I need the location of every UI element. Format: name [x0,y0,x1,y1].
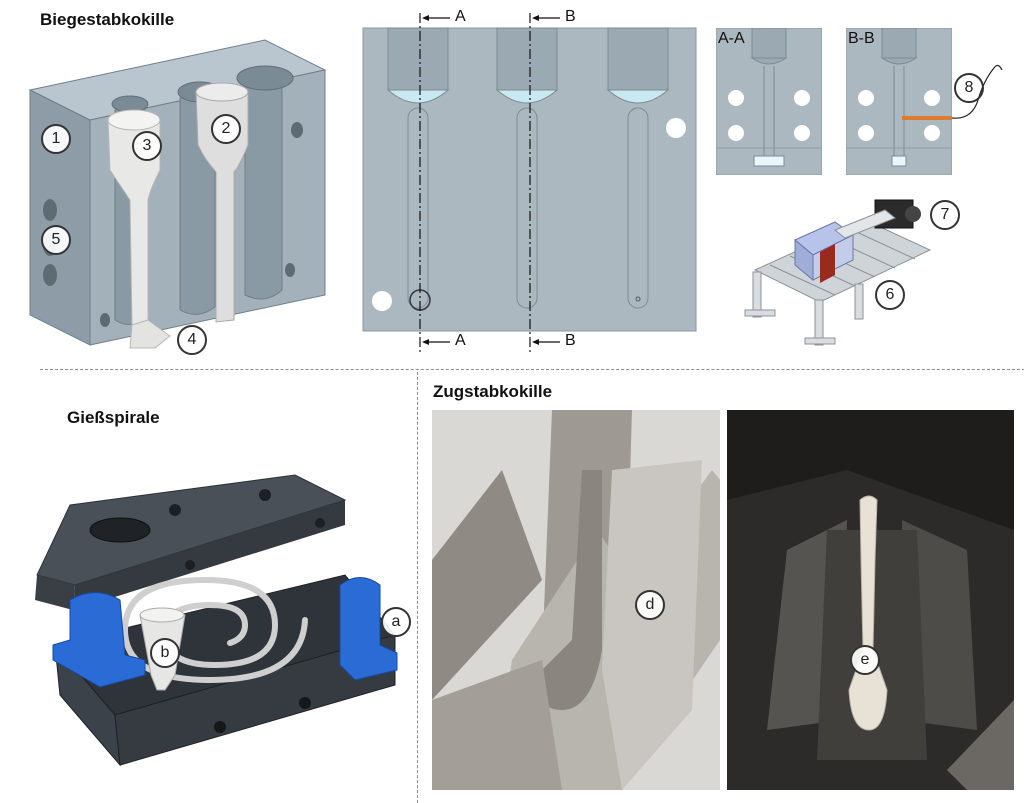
tensile-mold-photo-cast [727,410,1014,790]
thermocouple-wire [951,64,1003,119]
bending-mold-3d-illustration [28,39,327,349]
section-view-aa [716,28,822,175]
blue-riser-right [339,577,398,681]
marker-a: a [381,607,411,637]
marker-4: 4 [177,325,207,355]
marker-1: 1 [41,124,71,154]
section-label-a-bottom: A [455,332,466,349]
section-label-b-bottom: B [565,332,576,349]
section-label-a-top: A [455,8,466,25]
horizontal-divider [40,369,1024,370]
heading-biegestabkokille: Biegestabkokille [40,10,175,29]
marker-e: e [850,645,880,675]
bending-test-rig-illustration [744,199,932,346]
marker-d: d [635,590,665,620]
heading-zugstabkokille: Zugstabkokille [433,382,553,401]
casting-spiral-mold-illustration [35,474,398,767]
marker-8: 8 [954,73,984,103]
blue-riser-left [52,592,146,688]
heading-giessspirale: Gießspirale [67,408,160,427]
section-view-bb [846,28,952,175]
marker-b: b [150,638,180,668]
marker-7: 7 [930,200,960,230]
marker-5: 5 [41,225,71,255]
marker-6: 6 [875,280,905,310]
marker-c: c [296,722,326,752]
view-label-aa: A-A [718,30,745,47]
marker-3: 3 [132,131,162,161]
tensile-mold-photo-open [432,410,720,790]
section-label-b-top: B [565,8,576,25]
bending-mold-section-drawing [362,13,697,353]
view-label-bb: B-B [848,30,875,47]
marker-2: 2 [211,114,241,144]
vertical-divider [417,372,418,803]
